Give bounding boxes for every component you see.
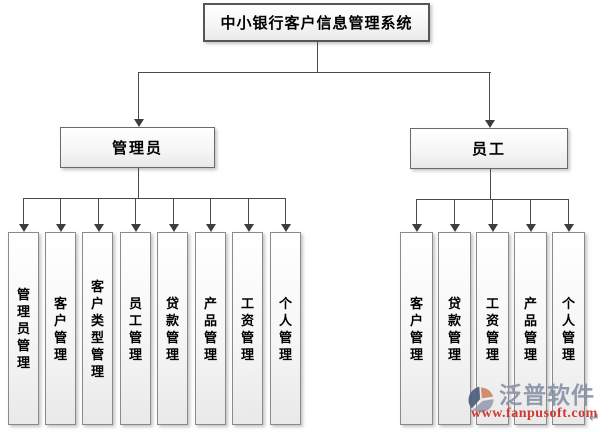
leaf-node-customer-type-mgmt: 客 户 类 型 管 理	[82, 232, 113, 425]
branch-node-staff: 员工	[410, 128, 568, 169]
connector-line	[210, 198, 211, 225]
branch-node-label: 管理员	[111, 141, 163, 157]
connector-line	[173, 198, 174, 225]
leaf-node-salary-mgmt: 工 资 管 理	[232, 232, 263, 425]
arrow-down-icon	[131, 224, 141, 232]
arrow-down-icon	[169, 224, 179, 232]
watermark: 泛普软件	[466, 382, 595, 415]
connector-line	[489, 72, 490, 121]
arrow-down-icon	[488, 224, 498, 232]
branch-node-label: 员工	[471, 142, 506, 158]
leaf-node-customer-mgmt: 客 户 管 理	[45, 232, 76, 425]
root-node-label: 中小银行客户信息管理系统	[220, 16, 413, 32]
leaf-label: 客 户 管 理	[53, 295, 67, 362]
leaf-label: 贷 款 管 理	[165, 295, 179, 362]
leaf-node-product-mgmt: 产 品 管 理	[514, 232, 547, 425]
leaf-label: 贷 款 管 理	[447, 295, 461, 362]
arrow-down-icon	[244, 224, 254, 232]
arrow-down-icon	[450, 224, 460, 232]
arrow-down-icon	[94, 224, 104, 232]
arrow-down-icon	[19, 224, 29, 232]
connector-line	[490, 169, 491, 200]
connector-line	[416, 199, 417, 225]
connector-line	[317, 42, 318, 73]
connector-line	[138, 168, 139, 199]
arrow-down-icon	[56, 224, 66, 232]
connector-line	[23, 198, 286, 199]
leaf-node-product-mgmt: 产 品 管 理	[195, 232, 226, 425]
leaf-label: 产 品 管 理	[523, 295, 537, 362]
leaf-label: 客 户 管 理	[409, 295, 423, 362]
leaf-label: 工 资 管 理	[485, 295, 499, 362]
root-node-system-title: 中小银行客户信息管理系统	[203, 3, 430, 42]
leaf-label: 个 人 管 理	[278, 295, 292, 362]
connector-line	[138, 72, 139, 120]
connector-line	[568, 199, 569, 225]
arrow-down-icon	[412, 224, 422, 232]
arrow-down-icon	[526, 224, 536, 232]
leaf-node-loan-mgmt: 贷 款 管 理	[438, 232, 471, 425]
leaf-label: 客 户 类 型 管 理	[90, 278, 104, 379]
leaf-node-personal-mgmt: 个 人 管 理	[270, 232, 301, 425]
connector-line	[139, 72, 491, 73]
arrow-down-icon	[206, 224, 216, 232]
leaf-node-customer-mgmt: 客 户 管 理	[400, 232, 433, 425]
leaf-label: 员 工 管 理	[128, 295, 142, 362]
arrow-down-icon	[564, 224, 574, 232]
connector-line	[248, 198, 249, 225]
leaf-label: 个 人 管 理	[561, 295, 575, 362]
paragraph-return-mark: ↵	[589, 411, 600, 426]
leaf-node-personal-mgmt: 个 人 管 理	[552, 232, 585, 425]
connector-line	[60, 198, 61, 225]
leaf-node-loan-mgmt: 贷 款 管 理	[157, 232, 188, 425]
watermark-brand-text: 泛普软件	[499, 382, 595, 408]
leaf-label: 管 理 员 管 理	[16, 287, 30, 370]
arrow-down-icon	[485, 120, 495, 128]
watermark-url-text: www.fanpusoft.com	[471, 406, 598, 421]
leaf-label: 产 品 管 理	[203, 295, 217, 362]
leaf-label: 工 资 管 理	[240, 295, 254, 362]
connector-line	[135, 198, 136, 225]
arrow-down-icon	[134, 119, 144, 127]
connector-line	[285, 198, 286, 225]
leaf-node-admin-mgmt: 管 理 员 管 理	[8, 232, 39, 425]
connector-line	[454, 199, 455, 225]
connector-line	[530, 199, 531, 225]
arrow-down-icon	[281, 224, 291, 232]
connector-line	[98, 198, 99, 225]
connector-line	[23, 198, 24, 225]
branch-node-admin: 管理员	[60, 127, 215, 168]
fanpu-logo-icon	[468, 386, 494, 413]
connector-line	[492, 199, 493, 225]
leaf-node-employee-mgmt: 员 工 管 理	[120, 232, 151, 425]
